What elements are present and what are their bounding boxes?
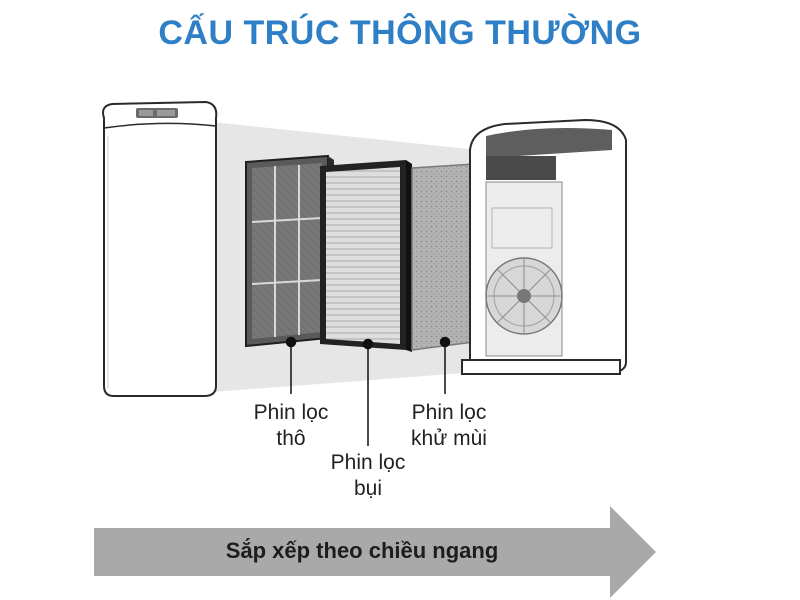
dust-filter-label-line1: Phin lọc [330,451,406,474]
purifier-body [461,118,627,375]
arrow-caption: Sắp xếp theo chiều ngang [225,538,499,563]
page-title: CẤU TRÚC THÔNG THƯỜNG [158,14,642,52]
dust-filter [320,160,412,352]
dust-filter-label-line2: bụi [353,477,383,500]
deodorizing-filter-label-line2: khử mùi [411,427,487,450]
purifier-front-cover [102,100,218,397]
pre-filter-label-line1: Phin lọc [253,401,329,424]
fan-icon [485,257,563,335]
deodorizing-filter [411,163,475,351]
direction-arrow [94,506,656,598]
callout-pointers [285,336,451,446]
dust-filter-label: Phin lọc bụi [312,450,424,502]
deodorizing-filter-label-line1: Phin lọc [411,401,487,424]
pre-filter-label-line2: thô [276,427,306,450]
deodorizing-filter-label: Phin lọc khử mùi [393,400,505,452]
pre-filter [245,154,334,348]
pre-filter-label: Phin lọc thô [235,400,347,452]
